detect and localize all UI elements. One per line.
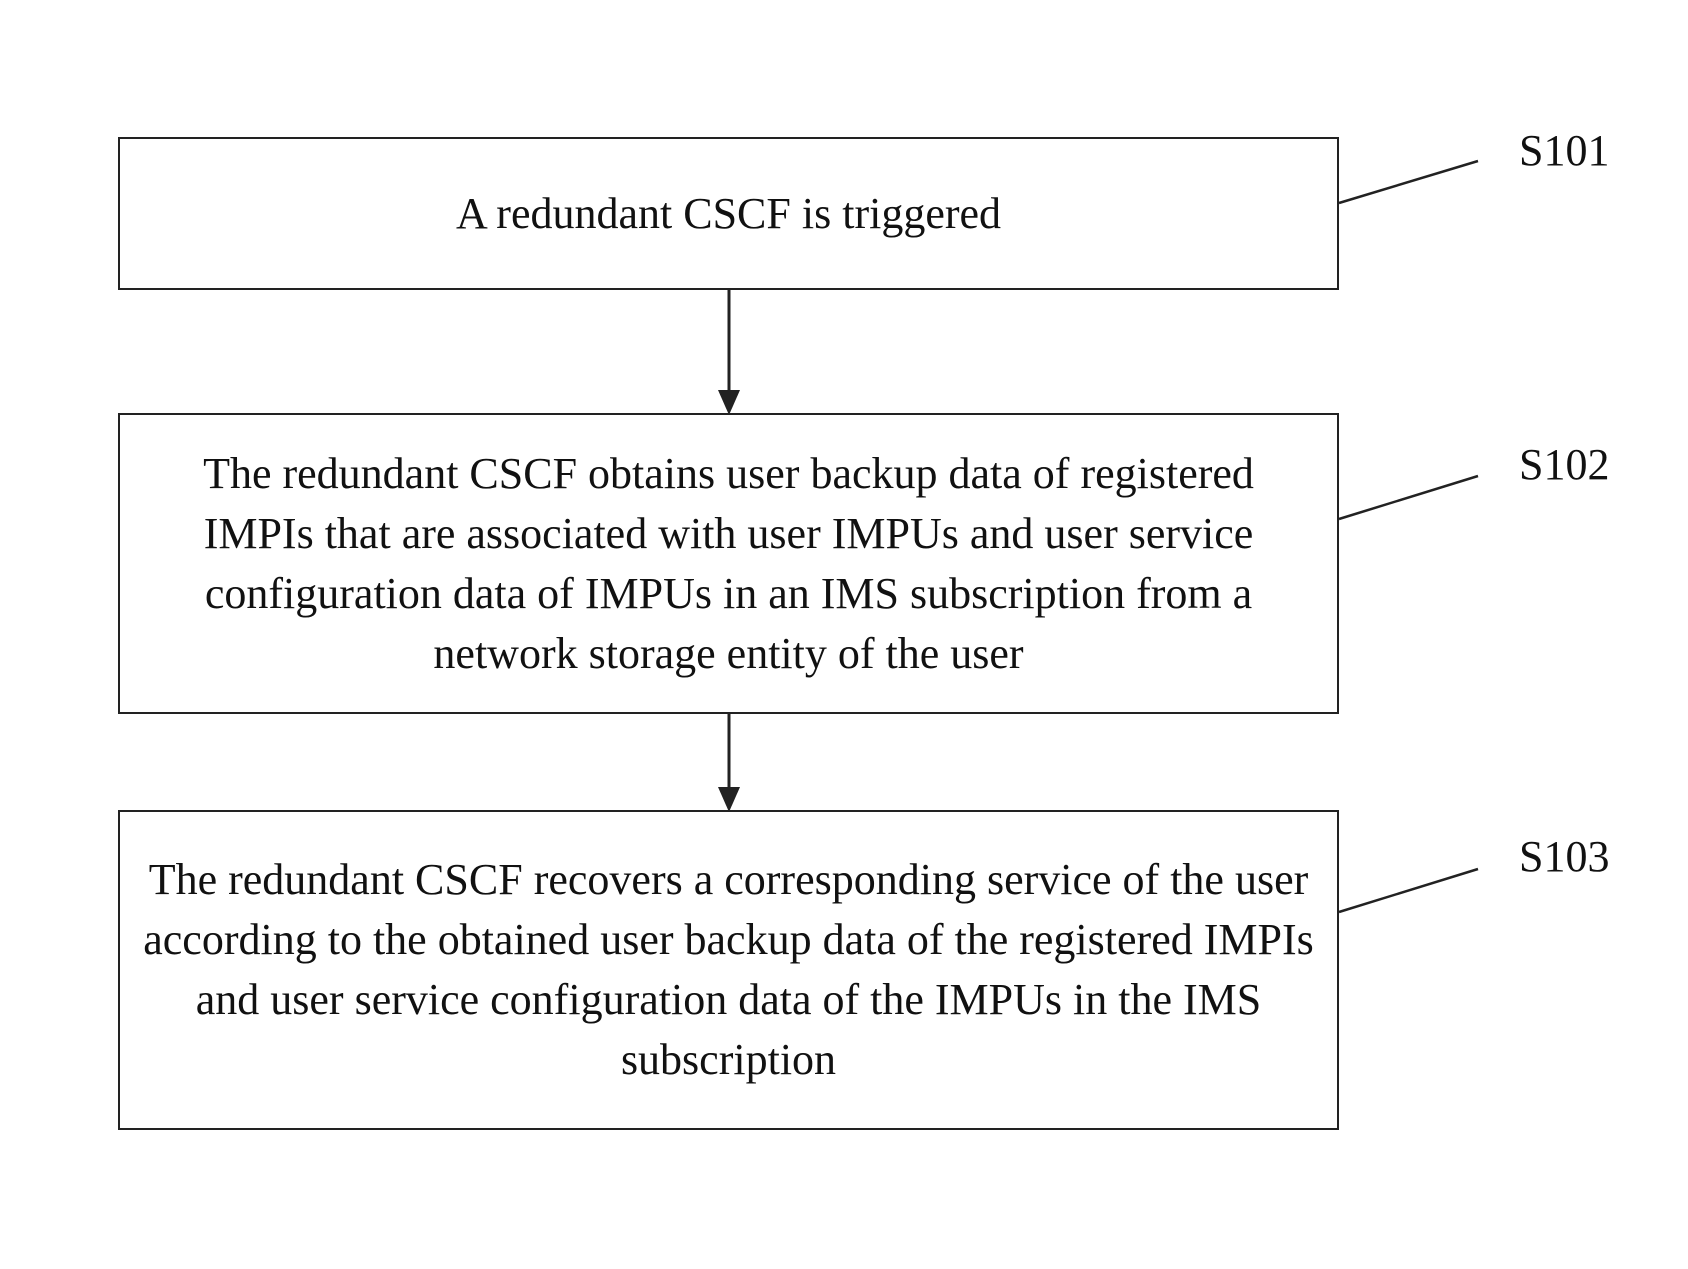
leader-line-s101 (1339, 161, 1478, 203)
step-text-s102: The redundant CSCF obtains user backup d… (120, 444, 1337, 684)
arrowhead-s102 (718, 390, 740, 415)
step-box-s101: A redundant CSCF is triggered (118, 137, 1339, 290)
step-label-s102: S102 (1519, 440, 1609, 490)
leader-line-s102 (1339, 476, 1478, 519)
leader-line-s103 (1339, 869, 1478, 912)
step-label-s101: S101 (1519, 126, 1609, 176)
step-box-s102: The redundant CSCF obtains user backup d… (118, 413, 1339, 714)
arrowhead-s103 (718, 787, 740, 812)
step-label-s103: S103 (1519, 832, 1609, 882)
step-box-s103: The redundant CSCF recovers a correspond… (118, 810, 1339, 1130)
step-text-s103: The redundant CSCF recovers a correspond… (120, 850, 1337, 1090)
step-text-s101: A redundant CSCF is triggered (442, 184, 1015, 244)
